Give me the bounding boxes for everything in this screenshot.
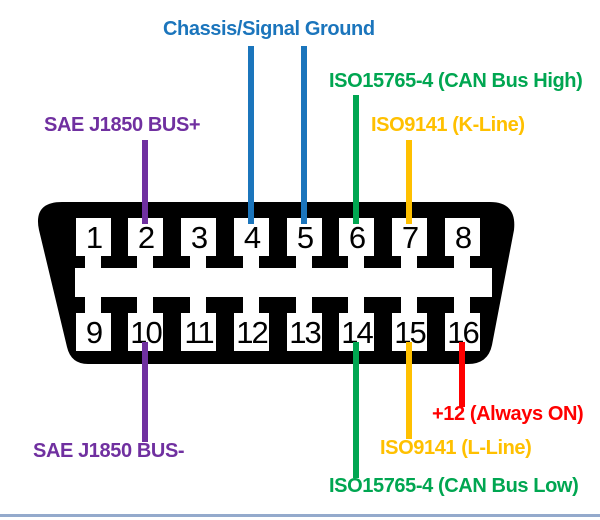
pin-1: 1 (76, 218, 111, 256)
pin-slot-stem (190, 252, 206, 269)
pin-slot-stem (190, 296, 206, 314)
pin-14: 14 (339, 313, 374, 351)
pin10-wire (142, 342, 148, 442)
l-line-label: ISO9141 (L-Line) (380, 437, 532, 459)
pin-slot-stem (296, 252, 312, 269)
pin-slot-stem (296, 296, 312, 314)
pin15-wire (406, 342, 412, 439)
power-always-on-label: +12 (Always ON) (432, 403, 584, 425)
pin-13: 13 (287, 313, 322, 351)
pin-7: 7 (392, 218, 427, 256)
pin2-wire (142, 140, 148, 224)
pin-slot-stem (85, 296, 101, 314)
pin-6: 6 (339, 218, 374, 256)
connector-center-slot (75, 268, 492, 297)
pin14-wire (353, 342, 359, 478)
pin-slot-stem (348, 252, 364, 269)
pin6-wire (353, 95, 359, 224)
pin-11: 11 (181, 313, 216, 351)
pin-slot-stem (454, 252, 470, 269)
can-bus-high-label: ISO15765-4 (CAN Bus High) (329, 70, 583, 92)
image-bottom-edge (0, 514, 600, 517)
pin-4: 4 (234, 218, 269, 256)
pin16-wire (459, 342, 465, 407)
pin-5: 5 (287, 218, 322, 256)
pin-9: 9 (76, 313, 111, 351)
pin-slot-stem (454, 296, 470, 314)
pin-slot-stem (348, 296, 364, 314)
pin7-wire (406, 140, 412, 224)
pin-3: 3 (181, 218, 216, 256)
pin-slot-stem (137, 296, 153, 314)
chassis-signal-ground-label: Chassis/Signal Ground (163, 18, 375, 40)
pin-8: 8 (445, 218, 480, 256)
pin-12: 12 (234, 313, 269, 351)
can-bus-low-label: ISO15765-4 (CAN Bus Low) (329, 475, 579, 497)
pin-slot-stem (137, 252, 153, 269)
pin5-wire (301, 46, 307, 224)
pin-slot-stem (243, 296, 259, 314)
pin-slot-stem (85, 252, 101, 269)
pin-slot-stem (401, 252, 417, 269)
pin-slot-stem (243, 252, 259, 269)
pin-slot-stem (401, 296, 417, 314)
pin-2: 2 (128, 218, 163, 256)
pin4-wire (248, 46, 254, 224)
sae-j1850-bus-plus-label: SAE J1850 BUS+ (44, 114, 201, 136)
k-line-label: ISO9141 (K-Line) (371, 114, 525, 136)
sae-j1850-bus-minus-label: SAE J1850 BUS- (33, 440, 185, 462)
